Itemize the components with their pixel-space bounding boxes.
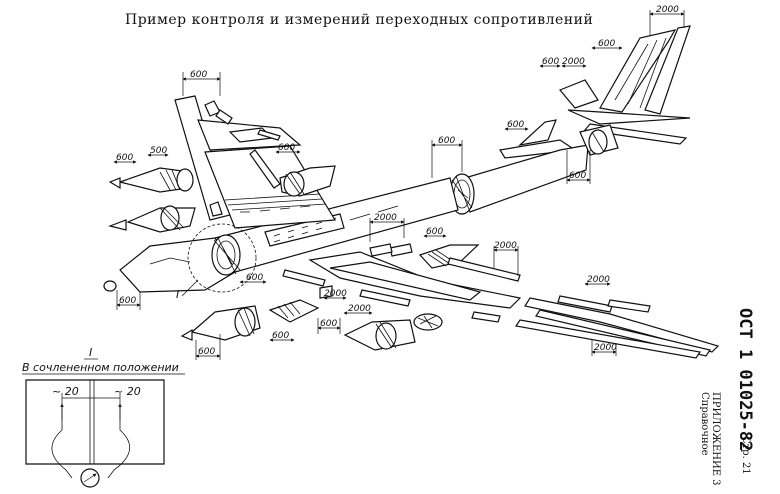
detail-caption: В сочлененном положении [22, 361, 179, 374]
engine-upper-left [108, 167, 194, 193]
dim-mid-2000a: 2000 [323, 289, 347, 300]
standard-stamp: ОСТ 1 01025-82 Стр. 21 ПРИЛОЖЕНИЕ 3 Спра… [699, 308, 755, 486]
dim-left-500: 500 [147, 146, 169, 157]
dim-label: 600 [569, 171, 586, 181]
appendix-label: ПРИЛОЖЕНИЕ 3 [710, 392, 721, 486]
dim-label: 600 [198, 347, 215, 357]
view-callout: I [176, 223, 257, 301]
dim-label: 600 [542, 57, 559, 67]
dim-engine-600: 600 [269, 331, 295, 342]
drawing-title: Пример контроля и измерений переходных с… [125, 12, 593, 28]
lower-wing-section [282, 243, 522, 323]
dim-label: 2000 [494, 241, 517, 251]
dim-label: 2000 [324, 289, 347, 299]
dim-tail-600b: 600 [591, 39, 623, 50]
dimension-annotations: 600 600 500 600 600 600 600 [113, 5, 685, 360]
dim-label: 500 [150, 146, 167, 156]
dim-mid-600: 600 [317, 318, 341, 334]
dim-label: 600 [320, 319, 337, 329]
outer-wing-panels [514, 295, 720, 359]
standard-page: Стр. 21 [740, 436, 751, 475]
dim-tail-600: 600 [539, 57, 561, 68]
engine-lower-left [180, 299, 320, 341]
dim-engine-600b: 600 [195, 334, 221, 360]
dim-left-600a: 600 [113, 153, 137, 164]
dim-label: 2000 [348, 304, 371, 314]
appendix-note: Справочное [699, 392, 710, 456]
engine-lower-middle [343, 313, 443, 351]
standard-code: ОСТ 1 01025-82 [735, 308, 755, 451]
dim-label: 600 [598, 39, 615, 49]
dim-label: 2000 [587, 275, 610, 285]
dim-fwd-600: 600 [239, 273, 267, 284]
dim-nose-600: 600 [116, 290, 141, 310]
dim-outer-2000a: 2000 [584, 275, 611, 286]
engine-upper-right [279, 165, 336, 197]
dim-label: 600 [246, 273, 263, 283]
dim-label: 600 [278, 143, 295, 153]
dim-label: 2000 [374, 213, 397, 223]
dim-tail-2000b: 2000 [649, 5, 685, 36]
view-callout-label: I [176, 288, 179, 301]
rear-fuselage [449, 124, 619, 215]
dim-center-600: 600 [423, 227, 447, 238]
detail-view-mark: I [89, 346, 92, 359]
dim-label: 600 [190, 70, 207, 80]
dim-label: 600 [272, 331, 289, 341]
dim-tail-2000a: 2000 [561, 57, 587, 68]
dim-top-600: 600 [182, 70, 221, 96]
dim-label: 600 [119, 296, 136, 306]
detail-offset-left: ~ 20 [52, 385, 79, 398]
dim-mid-2000b: 2000 [343, 304, 373, 315]
dim-wing-600: 600 [275, 143, 301, 154]
nacelle-center [389, 243, 480, 269]
dim-label: 600 [426, 227, 443, 237]
dim-label: 2000 [594, 343, 617, 353]
dim-fuselage-600: 600 [431, 136, 463, 178]
dim-label: 600 [438, 136, 455, 146]
dim-label: 2000 [656, 5, 679, 15]
main-fuselage [103, 177, 459, 293]
dim-center-2000b: 2000 [493, 241, 519, 276]
dim-label: 600 [507, 120, 524, 130]
dim-outer-2000b: 2000 [591, 340, 617, 356]
detail-offset-right: ~ 20 [114, 385, 141, 398]
engine-middle-left [107, 205, 196, 233]
tail-assembly [499, 25, 691, 159]
dim-rear-600a: 600 [504, 120, 529, 131]
dim-label: 2000 [562, 57, 585, 67]
dim-center-2000: 2000 [369, 213, 405, 242]
upper-wing-section [174, 95, 337, 229]
dim-label: 600 [116, 153, 133, 163]
detail-view: I В сочлененном положении ~ 20 ~ 20 [22, 346, 185, 488]
dim-rear-600b: 600 [566, 150, 591, 184]
